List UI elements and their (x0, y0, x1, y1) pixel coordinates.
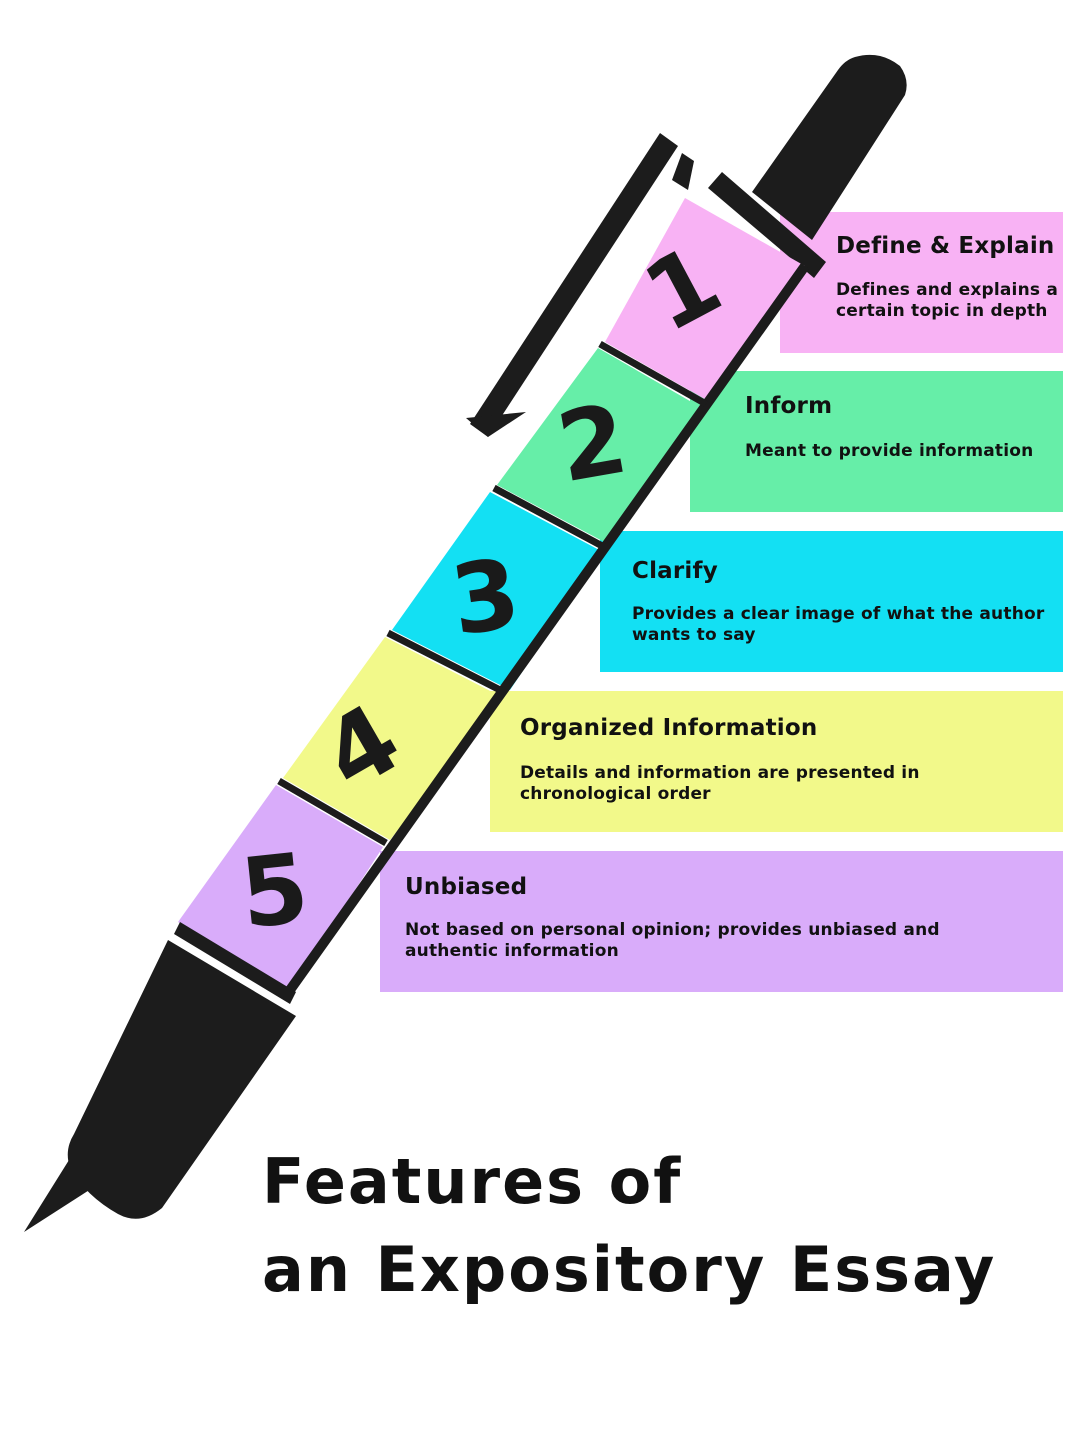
feature-description: Not based on personal opinion; provides … (405, 920, 940, 961)
pen-collar (708, 172, 826, 278)
pen-grip (67, 940, 296, 1219)
pen-barrel (178, 198, 805, 990)
feature-number-3: 3 (445, 537, 527, 657)
pen-tip (24, 1152, 108, 1232)
feature-title: Inform (745, 393, 833, 419)
feature-band-4: Organized Information Details and inform… (490, 691, 1063, 832)
feature-description: Provides a clear image of what the autho… (632, 604, 1045, 645)
feature-title: Clarify (632, 558, 718, 584)
feature-description: Defines and explains a certain topic in … (836, 280, 1058, 321)
feature-title: Organized Information (520, 715, 818, 741)
pen-segment-1 (605, 198, 805, 402)
pen-cap (752, 54, 907, 240)
feature-band-1: Define & Explain Defines and explains a … (780, 212, 1063, 353)
pen-clip-tip (466, 412, 526, 437)
feature-description: Details and information are presented in… (520, 763, 920, 804)
pen-clip-hook (672, 153, 694, 190)
feature-band-3: Clarify Provides a clear image of what t… (600, 531, 1063, 672)
feature-number-5: 5 (235, 832, 313, 950)
page-title: Features of an Expository Essay (262, 1145, 997, 1306)
pen-segment-4 (283, 637, 502, 840)
feature-band-5: Unbiased Not based on personal opinion; … (380, 851, 1063, 992)
feature-description: Meant to provide information (745, 441, 1034, 461)
pen-segment-2 (497, 348, 702, 545)
feature-title: Unbiased (405, 874, 528, 900)
pen-segment-3 (392, 492, 603, 690)
pen-clip (470, 133, 678, 437)
feature-title: Define & Explain (836, 233, 1055, 259)
pen-ring (174, 922, 296, 1004)
pen-segment-5 (178, 785, 383, 990)
feature-band-2: Inform Meant to provide information (690, 371, 1063, 512)
